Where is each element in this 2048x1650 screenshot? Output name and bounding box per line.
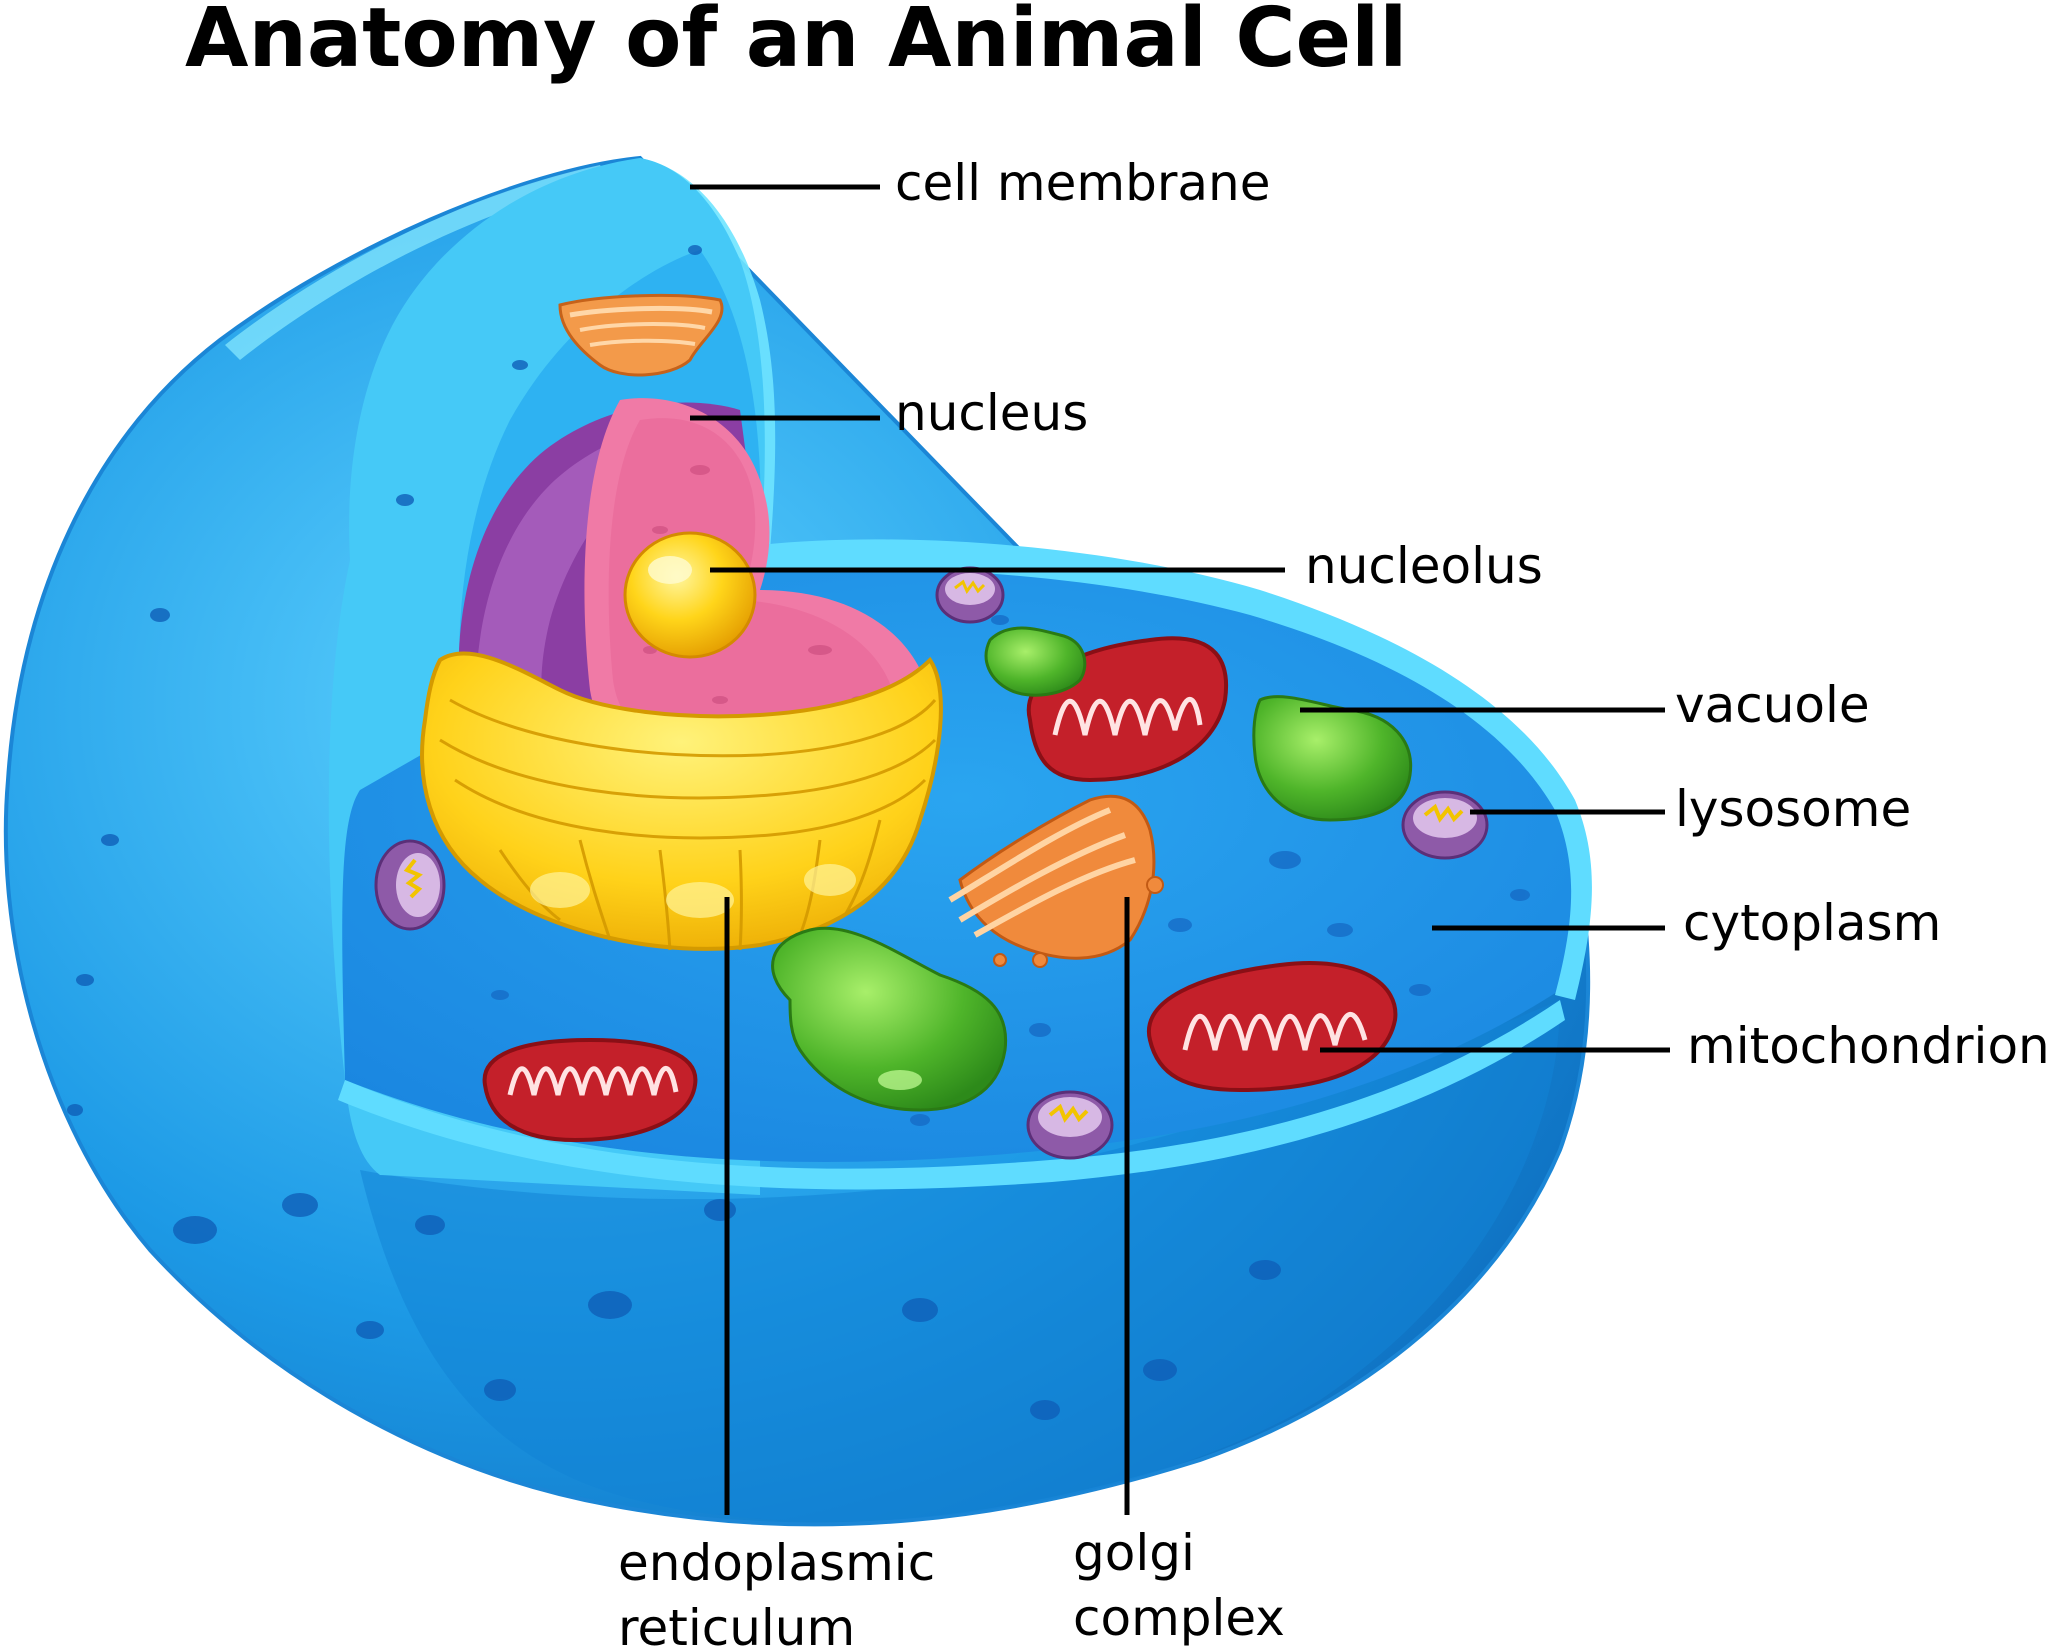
label-lysosome: lysosome xyxy=(1675,780,1911,838)
mitochondrion-right xyxy=(1146,961,1398,1093)
lysosome-left xyxy=(374,839,446,931)
lysosome-top xyxy=(935,566,1005,624)
lysosome-bottom xyxy=(1026,1090,1114,1160)
vacuole-large xyxy=(771,926,1008,1112)
golgi-small xyxy=(558,293,724,377)
lysosome-right xyxy=(1401,790,1489,860)
label-endoplasmic-reticulum-line1: endoplasmic xyxy=(618,1534,935,1592)
label-mitochondrion: mitochondrion xyxy=(1687,1017,2048,1075)
label-nucleolus: nucleolus xyxy=(1305,537,1543,595)
label-vacuole: vacuole xyxy=(1675,676,1870,734)
vacuole-small xyxy=(984,626,1087,697)
nucleolus xyxy=(623,531,757,659)
mitochondrion-left xyxy=(482,1037,698,1143)
labels: cell membrane nucleus nucleolus vacuole … xyxy=(618,154,2048,1650)
label-endoplasmic-reticulum-line2: reticulum xyxy=(618,1599,855,1650)
golgi-complex xyxy=(948,794,1164,968)
label-cytoplasm: cytoplasm xyxy=(1683,894,1941,952)
endoplasmic-reticulum xyxy=(420,651,943,951)
leader-lines xyxy=(690,184,1670,1515)
diagram-title: Anatomy of an Animal Cell xyxy=(185,0,1407,86)
label-golgi-complex-line1: golgi xyxy=(1073,1524,1195,1582)
label-nucleus: nucleus xyxy=(895,384,1088,442)
label-cell-membrane: cell membrane xyxy=(895,154,1271,212)
label-golgi-complex-line2: complex xyxy=(1073,1589,1285,1647)
